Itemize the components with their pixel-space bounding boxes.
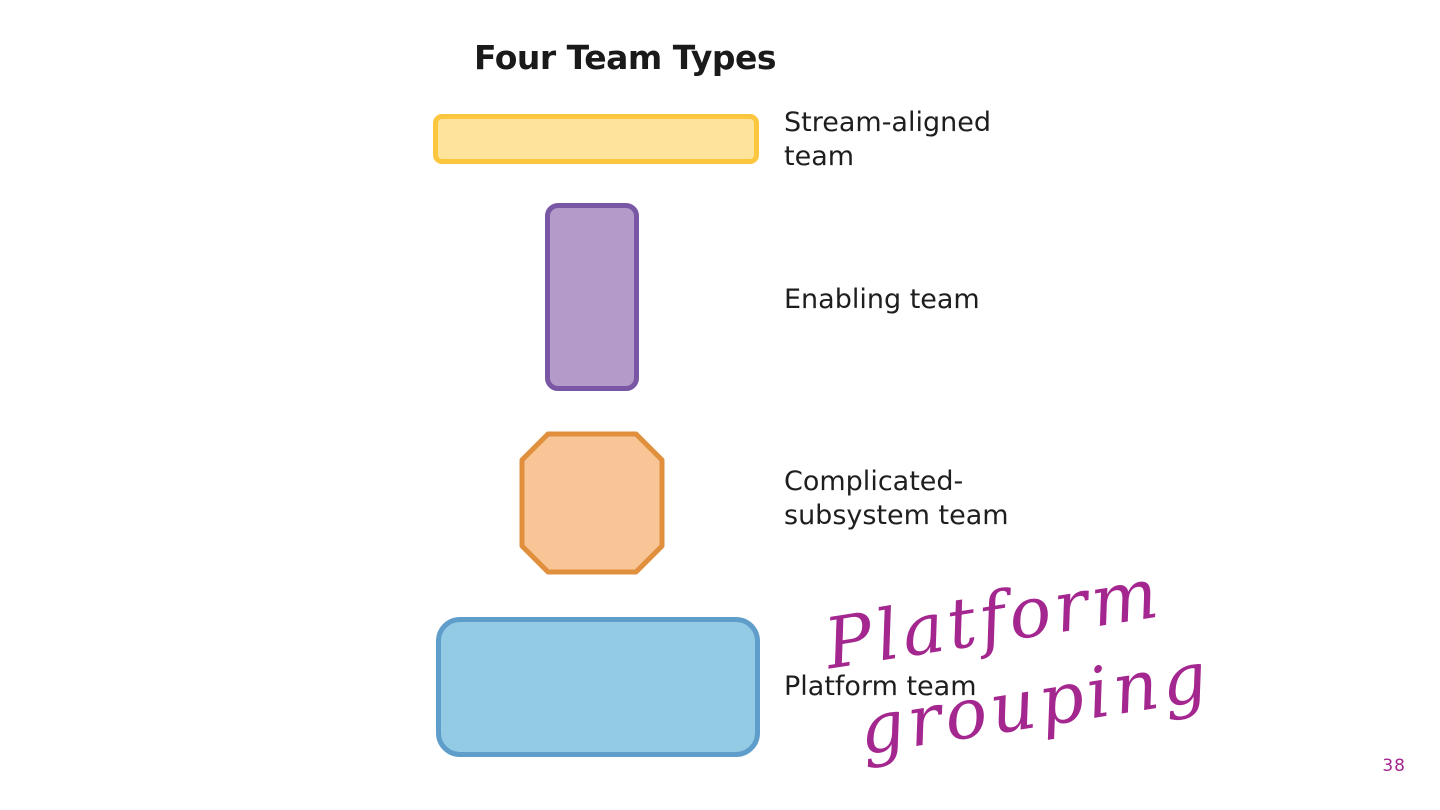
stream-aligned-team-shape bbox=[433, 114, 759, 164]
stream-aligned-label-line-1: Stream-aligned bbox=[784, 107, 991, 138]
enabling-team-label: Enabling team bbox=[784, 283, 980, 317]
platform-label-line-1: Platform team bbox=[784, 671, 977, 702]
stream-aligned-team-label: Stream-aligned team bbox=[784, 106, 991, 174]
enabling-team-shape bbox=[545, 203, 639, 391]
complicated-label-line-1: Complicated- bbox=[784, 466, 964, 497]
enabling-label-line-1: Enabling team bbox=[784, 284, 980, 315]
complicated-subsystem-team-label: Complicated- subsystem team bbox=[784, 465, 1009, 533]
complicated-subsystem-team-shape bbox=[519, 431, 665, 575]
slide-title: Four Team Types bbox=[474, 38, 777, 77]
stream-aligned-label-line-2: team bbox=[784, 141, 855, 172]
platform-team-label: Platform team bbox=[784, 670, 977, 704]
octagon-shape bbox=[519, 431, 665, 575]
platform-grouping-annotation: Platform grouping bbox=[817, 551, 1216, 771]
complicated-label-line-2: subsystem team bbox=[784, 500, 1009, 531]
page-number: 38 bbox=[1382, 756, 1406, 776]
platform-team-shape bbox=[436, 617, 760, 757]
